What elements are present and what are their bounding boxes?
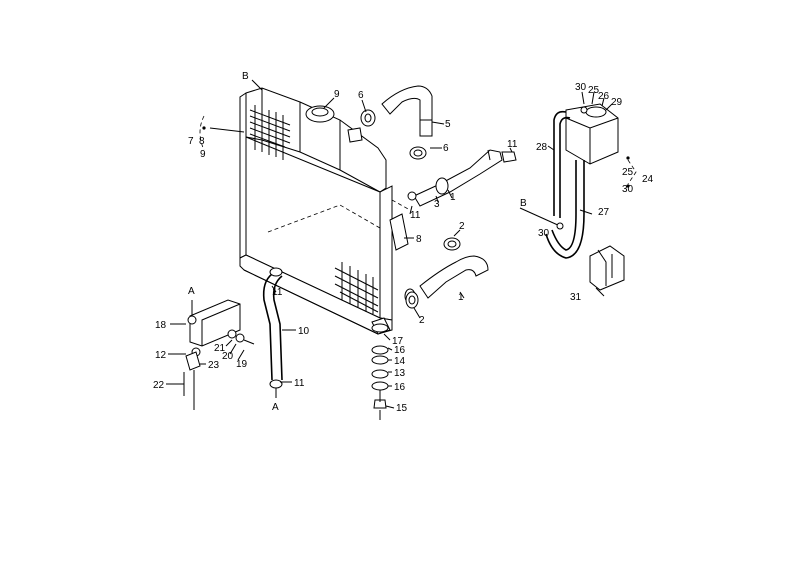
label-A-top: A: [188, 286, 195, 297]
label-6-top: 6: [358, 90, 364, 101]
upper-hose: [360, 85, 433, 160]
label-23: 23: [208, 360, 220, 371]
label-13: 13: [394, 368, 406, 379]
label-31: 31: [570, 292, 582, 303]
label-14: 14: [394, 356, 406, 367]
label-29: 29: [611, 97, 623, 108]
radiator: [239, 87, 416, 335]
label-21: 21: [214, 343, 226, 354]
lower-hose: [405, 237, 489, 309]
label-A-bot: A: [272, 402, 279, 413]
label-22: 22: [153, 380, 165, 391]
label-11-left: 11: [272, 287, 283, 298]
label-19: 19: [236, 359, 248, 370]
label-11-bot: 11: [294, 378, 305, 389]
label-26: 26: [598, 91, 610, 102]
label-9-top: 9: [334, 89, 340, 100]
label-20: 20: [222, 351, 234, 362]
label-30c: 30: [538, 228, 550, 239]
label-1-pipe: 1: [450, 192, 456, 203]
label-5: 5: [445, 119, 451, 130]
label-2-top: 2: [459, 221, 465, 232]
label-30b: 30: [622, 184, 634, 195]
label-24: 24: [642, 174, 654, 185]
leader-lines: [166, 79, 613, 409]
bypass-pipe: [407, 149, 517, 207]
label-15: 15: [396, 403, 408, 414]
label-10: 10: [298, 326, 310, 337]
label-12: 12: [155, 350, 167, 361]
label-25a: 25: [588, 85, 600, 96]
label-17: 17: [392, 336, 404, 347]
label-B-top: B: [242, 71, 249, 82]
label-25b: 25: [622, 167, 634, 178]
label-8-left: 8: [199, 136, 205, 147]
label-B-right: B: [520, 198, 527, 209]
label-11-mid: 11: [410, 210, 421, 221]
label-30a: 30: [575, 82, 587, 93]
label-8-right: 8: [416, 234, 422, 245]
label-3: 3: [434, 199, 440, 210]
label-16a: 16: [394, 345, 406, 356]
label-9-left: 9: [200, 149, 206, 160]
label-28: 28: [536, 142, 548, 153]
label-16b: 16: [394, 382, 406, 393]
mount-stack: [371, 323, 389, 420]
label-2-bot: 2: [419, 315, 425, 326]
label-7: 7: [188, 136, 194, 147]
label-27: 27: [598, 207, 610, 218]
label-6-mid: 6: [443, 143, 449, 154]
label-1-hose: 1: [458, 292, 464, 303]
expansion-tank: [519, 103, 637, 291]
label-18: 18: [155, 320, 167, 331]
callout-labels: B 9 6 5 6 11 7 8 9 1 3 11 8 2 1 2 11 10 …: [153, 71, 654, 414]
label-11-pipe: 11: [507, 139, 518, 150]
mounting-bracket: [183, 299, 255, 410]
